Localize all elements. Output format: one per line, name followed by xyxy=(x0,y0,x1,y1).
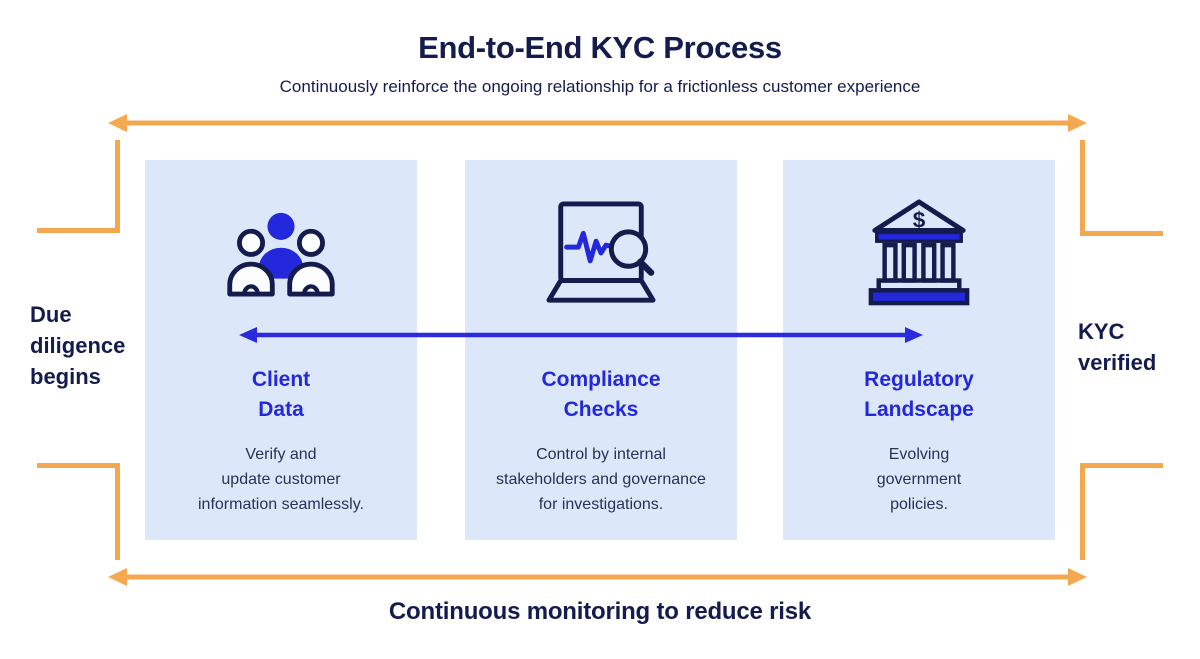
card-title-line: Regulatory xyxy=(864,368,974,391)
card-desc-line: Control by internal xyxy=(536,446,666,463)
top-double-arrow-icon xyxy=(108,114,1087,132)
card-title-line: Data xyxy=(258,398,304,421)
bottom-caption: Continuous monitoring to reduce risk xyxy=(388,598,812,625)
card-description: Verify and update customer information s… xyxy=(153,442,409,517)
card-regulatory-landscape: $ Regulatory Landscape Evolving governme… xyxy=(783,160,1055,540)
card-desc-line: government xyxy=(876,471,962,488)
card-client-data: Client Data Verify and update customer i… xyxy=(145,160,417,540)
due-diligence-label: Due diligence begins xyxy=(30,302,126,389)
card-desc-line: for investigations. xyxy=(538,496,664,513)
top-left-bracket xyxy=(37,140,120,233)
bottom-left-bracket xyxy=(37,463,120,560)
middle-double-arrow-icon xyxy=(239,327,923,343)
card-icon-box: $ xyxy=(783,196,1055,310)
card-title-line: Client xyxy=(251,368,311,391)
people-group-icon xyxy=(227,212,335,297)
dollar-sign: $ xyxy=(913,207,926,232)
card-desc-line: information seamlessly. xyxy=(198,496,364,513)
card-description: Evolving government policies. xyxy=(791,442,1047,517)
card-title-line: Landscape xyxy=(864,398,974,421)
card-description: Control by internal stakeholders and gov… xyxy=(473,442,729,517)
card-desc-line: stakeholders and governance xyxy=(496,471,706,488)
page-subtitle: Continuously reinforce the ongoing relat… xyxy=(279,77,921,96)
card-title-line: Compliance xyxy=(541,368,661,391)
card-desc-line: Verify and xyxy=(245,446,317,463)
laptop-pulse-magnifier-icon xyxy=(546,201,656,303)
card-icon-box xyxy=(465,196,737,310)
card-desc-line: policies. xyxy=(890,496,948,513)
top-right-bracket xyxy=(1080,140,1163,236)
bottom-right-bracket xyxy=(1080,463,1163,560)
card-icon-box xyxy=(145,196,417,310)
page-title: End-to-End KYC Process xyxy=(418,30,782,65)
card-title-line: Checks xyxy=(563,398,639,421)
card-compliance-checks: Compliance Checks Control by internal st… xyxy=(465,160,737,540)
card-title: Regulatory Landscape xyxy=(783,365,1055,425)
card-desc-line: Evolving xyxy=(888,446,950,463)
card-title: Client Data xyxy=(145,365,417,425)
card-title: Compliance Checks xyxy=(465,365,737,425)
card-desc-line: update customer xyxy=(221,471,341,488)
bank-icon: $ xyxy=(868,199,970,306)
bottom-double-arrow-icon xyxy=(108,568,1087,586)
kyc-verified-label: KYC verified xyxy=(1078,319,1157,375)
